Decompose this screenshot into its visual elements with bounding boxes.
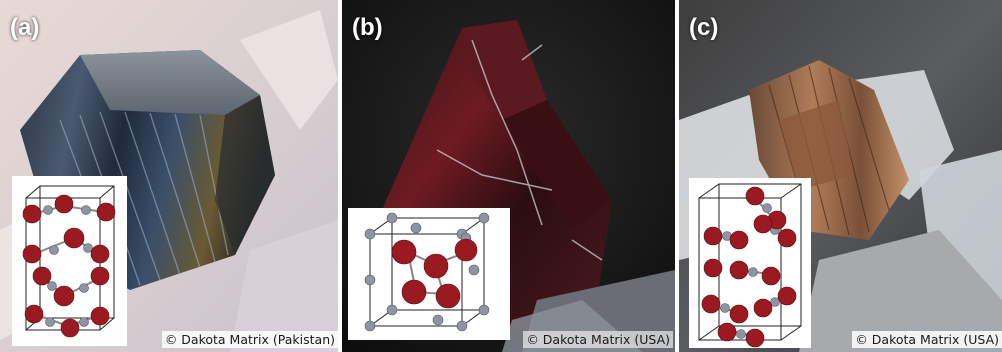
crystal-structure-inset-b bbox=[348, 208, 510, 340]
panel-c: (c) bbox=[679, 0, 1002, 352]
photo-credit-a: © Dakota Matrix (Pakistan) bbox=[161, 331, 338, 348]
panel-label-c: (c) bbox=[689, 14, 719, 41]
crystal-structure-model-a bbox=[22, 185, 116, 338]
panel-a: (a) bbox=[0, 0, 338, 352]
panel-b: (b) bbox=[342, 0, 675, 352]
crystal-structure-model-b bbox=[364, 212, 490, 332]
photo-credit-c: © Dakota Matrix (USA) bbox=[852, 331, 1002, 348]
panel-label-b: (b) bbox=[352, 14, 383, 41]
crystal-structure-inset-a bbox=[12, 176, 127, 346]
crystal-structure-inset-c bbox=[689, 178, 811, 348]
photo-credit-b: © Dakota Matrix (USA) bbox=[523, 331, 673, 348]
panel-label-a: (a) bbox=[10, 14, 40, 41]
crystal-structure-model-c bbox=[698, 183, 802, 348]
